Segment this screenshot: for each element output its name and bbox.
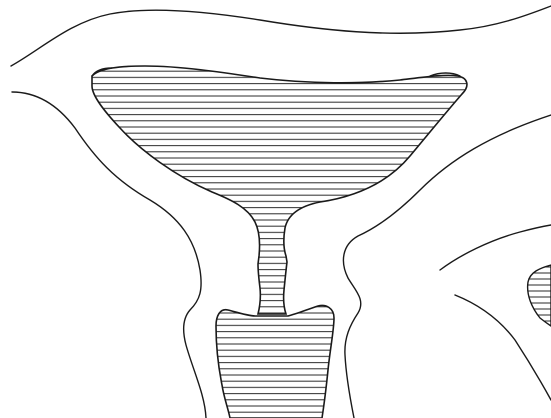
- cervical-canal-chamber: [216, 306, 334, 418]
